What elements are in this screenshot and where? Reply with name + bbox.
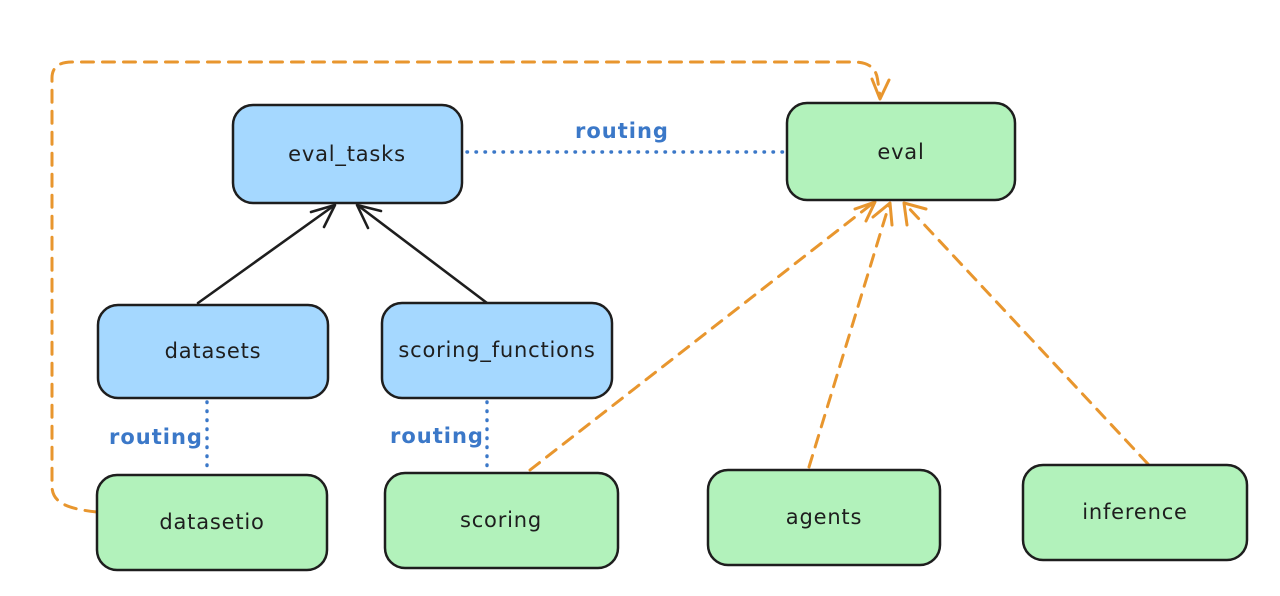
node-scoring: scoring [383, 471, 620, 570]
edge-scoring-to-eval [528, 201, 875, 472]
node-inference-label: inference [1082, 500, 1188, 524]
node-datasetio-label: datasetio [159, 510, 264, 534]
node-scoring-functions: scoring_functions [380, 301, 614, 400]
node-datasets-label: datasets [165, 339, 262, 363]
node-eval-label: eval [877, 140, 924, 164]
node-agents-label: agents [786, 505, 862, 529]
node-inference: inference [1021, 463, 1249, 562]
node-scoring-box [383, 471, 620, 570]
arrowhead-datasets-eval-tasks [309, 203, 337, 229]
arrowhead-scoring-functions-eval-tasks [355, 203, 383, 230]
node-datasetio: datasetio [95, 473, 329, 572]
node-scoring-functions-box [380, 301, 614, 400]
node-datasetio-box [95, 473, 329, 572]
node-scoring-functions-label: scoring_functions [398, 338, 595, 363]
edge-agents-to-eval [807, 203, 891, 469]
node-inference-box [1021, 463, 1249, 562]
arrowhead-inference-eval [902, 201, 928, 227]
node-eval-box [785, 101, 1017, 202]
routing-label-top: routing [575, 119, 669, 143]
edge-scoring-functions-to-eval-tasks [358, 205, 489, 305]
node-eval-tasks: eval_tasks [231, 103, 464, 205]
arrowhead-scoring-eval [853, 200, 877, 223]
routing-label-datasets: routing [109, 425, 203, 449]
routing-label-scoring-functions: routing [390, 424, 484, 448]
node-agents-box [706, 468, 942, 567]
arrowhead-agents-eval [871, 201, 894, 227]
node-scoring-label: scoring [460, 508, 542, 532]
node-eval-tasks-box [231, 103, 464, 205]
arrowhead-datasetio-eval [870, 77, 891, 101]
node-eval-tasks-label: eval_tasks [288, 142, 406, 167]
node-agents: agents [706, 468, 942, 567]
edge-inference-to-eval [903, 202, 1150, 466]
edge-datasets-to-eval-tasks [196, 205, 334, 305]
node-datasets-box [96, 303, 330, 400]
node-datasets: datasets [96, 303, 330, 400]
node-eval: eval [785, 101, 1017, 202]
